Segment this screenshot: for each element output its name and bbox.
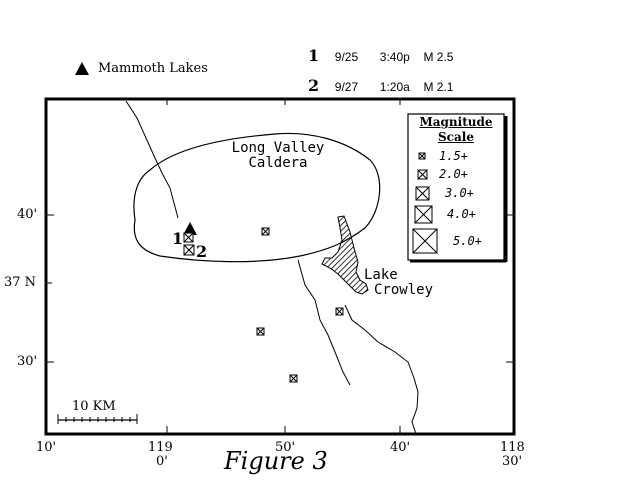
lon-label-119-min: 0' xyxy=(156,454,168,469)
figure-caption: Figure 3 xyxy=(224,447,328,475)
lat-label-37n: 37 N xyxy=(4,275,37,290)
lon-label-10: 10' xyxy=(36,440,57,455)
event-row-2: 2 9/27 1:20a M 2.1 xyxy=(308,76,453,95)
quake-marker-d xyxy=(289,374,298,383)
event-number: 2 xyxy=(308,76,320,95)
scale-label-3: 3.0+ xyxy=(445,186,474,200)
lon-label-118-min: 30' xyxy=(502,454,523,469)
scale-bar-label: 10 KM xyxy=(72,399,116,414)
lat-label-40: 40' xyxy=(17,207,38,222)
quake-marker-1 xyxy=(183,232,194,243)
event-time: 1:20a xyxy=(379,80,410,94)
fault-line-west xyxy=(125,100,179,219)
lon-label-118: 118 xyxy=(500,440,525,455)
quake-marker-c xyxy=(335,307,344,316)
caldera-label: Long Valley Caldera xyxy=(218,141,338,171)
quake-marker-2 xyxy=(183,244,195,256)
scale-label-4: 4.0+ xyxy=(447,207,476,221)
scale-symbol-3 xyxy=(415,186,430,201)
creek-line xyxy=(344,304,419,435)
scale-symbol-4 xyxy=(414,205,433,224)
caldera-label-line1: Long Valley xyxy=(231,140,325,156)
lake-label-line1: Lake xyxy=(364,267,398,283)
lon-label-40: 40' xyxy=(390,440,411,455)
event-date: 9/27 xyxy=(334,80,359,94)
quake-marker-a xyxy=(261,227,270,236)
scale-symbol-5 xyxy=(412,228,438,254)
lake-crowley xyxy=(321,215,369,295)
scale-title-line2: Scale xyxy=(438,130,474,144)
mammoth-lakes-marker xyxy=(183,222,197,235)
lat-label-30: 30' xyxy=(17,354,38,369)
magnitude-scale-title: Magnitude Scale xyxy=(408,115,504,145)
lon-label-119: 119 xyxy=(148,440,173,455)
event-row-1: 1 9/25 3:40p M 2.5 xyxy=(308,46,453,65)
scale-label-2: 2.0+ xyxy=(439,167,468,181)
mammoth-lakes-legend-label: Mammoth Lakes xyxy=(98,61,208,76)
caldera-label-line2: Caldera xyxy=(248,155,308,171)
event-magnitude: M 2.5 xyxy=(423,50,454,64)
lon-label-50: 50' xyxy=(275,440,296,455)
quake-marker-b xyxy=(256,327,265,336)
scale-label-5: 5.0+ xyxy=(453,234,482,248)
scale-label-1: 1.5+ xyxy=(439,149,468,163)
lake-label-line2: Crowley xyxy=(374,282,434,298)
marker-number-1: 1 xyxy=(172,229,184,248)
event-number: 1 xyxy=(308,46,320,65)
caldera-outline xyxy=(133,132,381,263)
scale-symbol-1 xyxy=(418,152,426,160)
map-frame xyxy=(44,97,516,436)
event-magnitude: M 2.1 xyxy=(423,80,454,94)
event-time: 3:40p xyxy=(379,50,410,64)
scale-title-line1: Magnitude xyxy=(419,115,493,129)
distance-scale-bar xyxy=(57,414,138,424)
lake-crowley-label: Lake Crowley xyxy=(364,268,433,298)
scale-symbol-2 xyxy=(417,169,428,180)
mammoth-lakes-legend-icon xyxy=(75,62,89,75)
fault-line-central xyxy=(297,259,351,386)
event-date: 9/25 xyxy=(334,50,359,64)
marker-number-2: 2 xyxy=(196,242,208,261)
